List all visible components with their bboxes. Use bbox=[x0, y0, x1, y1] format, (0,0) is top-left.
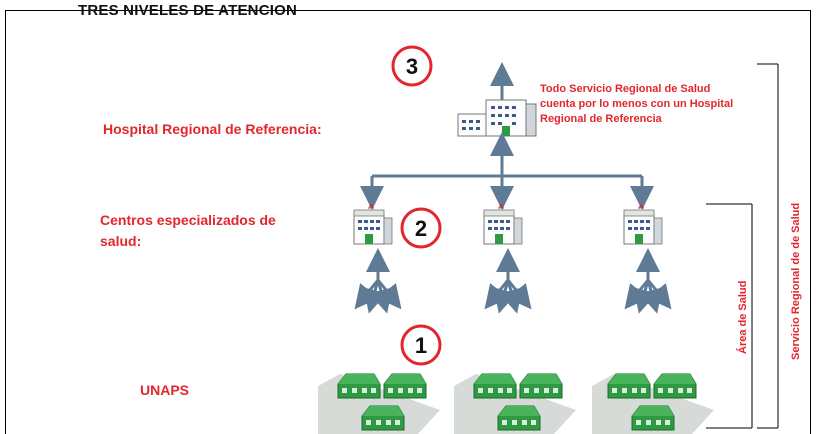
diagram-title: TRES NIVELES DE ATENCION bbox=[78, 2, 297, 19]
level-2-label-line: salud: bbox=[100, 233, 142, 249]
regional-hospital-icon bbox=[457, 99, 537, 137]
fork-arrows-icon bbox=[362, 260, 394, 302]
frame-left-border bbox=[5, 10, 6, 434]
area-de-salud-label: Área de Salud bbox=[737, 280, 749, 354]
frame-top-border bbox=[5, 10, 811, 11]
level-2-label-line: Centros especializados de bbox=[100, 212, 276, 228]
servicio-regional-bracket bbox=[757, 63, 779, 429]
unaps-cluster-icon bbox=[454, 373, 576, 434]
area-de-salud-bracket bbox=[706, 203, 753, 429]
fork-arrows-icon bbox=[492, 260, 524, 302]
level-2-number: 2 bbox=[415, 216, 427, 241]
frame-right-border bbox=[810, 10, 811, 434]
specialized-center-icon bbox=[353, 204, 393, 245]
specialized-center-icon bbox=[483, 204, 523, 245]
fork-arrows-icon bbox=[632, 260, 664, 302]
specialized-center-icon bbox=[623, 204, 663, 245]
hospital-note: Todo Servicio Regional de Salud cuenta p… bbox=[540, 82, 800, 127]
hospital-note-line: cuenta por lo menos con un Hospital bbox=[540, 98, 734, 110]
level-3-number: 3 bbox=[406, 54, 418, 79]
level-3-badge: 3 bbox=[391, 45, 433, 87]
level-3-label: Hospital Regional de Referencia: bbox=[103, 121, 322, 137]
level-1-label: UNAPS bbox=[140, 382, 190, 398]
level-1-number: 1 bbox=[415, 333, 427, 358]
servicio-regional-label: Servicio Regional de de Salud bbox=[790, 202, 802, 360]
hospital-to-centers-connector bbox=[360, 132, 654, 210]
level-1-badge: 1 bbox=[400, 324, 442, 366]
hospital-note-line: Todo Servicio Regional de Salud bbox=[540, 83, 711, 95]
level-2-label: Centros especializados de salud: bbox=[100, 210, 276, 252]
unaps-cluster-icon bbox=[592, 373, 714, 434]
hospital-note-line: Regional de Referencia bbox=[540, 113, 662, 125]
unaps-cluster-icon bbox=[318, 373, 440, 434]
level-2-badge: 2 bbox=[400, 207, 442, 249]
